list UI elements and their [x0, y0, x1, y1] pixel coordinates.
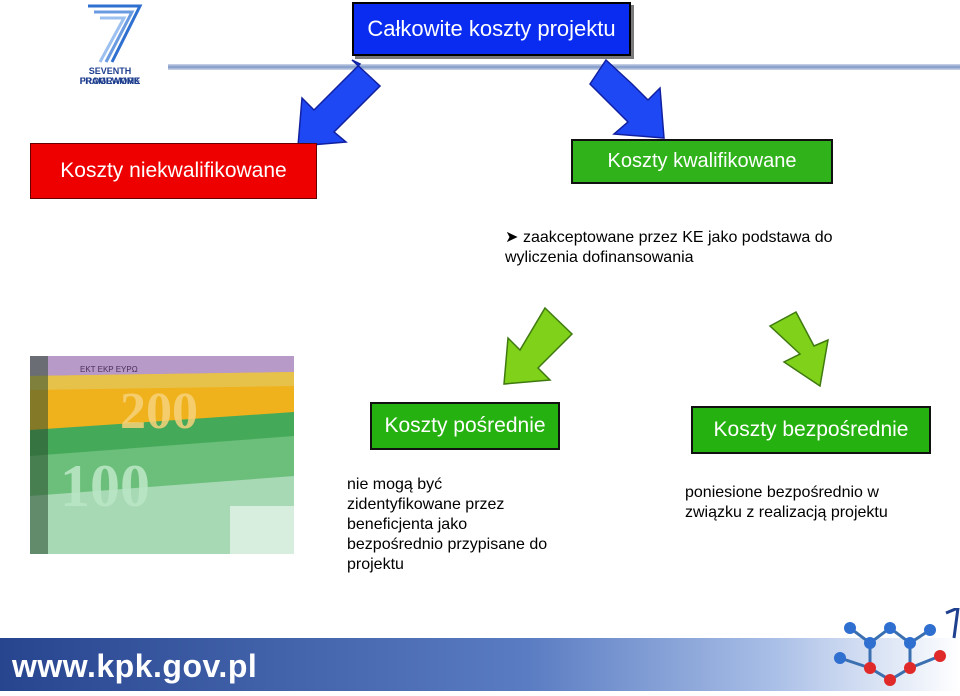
eligible-bullet: ➤zaakceptowane przez KE jako podstawa do…: [505, 228, 925, 268]
note-text-ekt: EKT EKP EYPΩ: [80, 365, 138, 374]
bullet-line2: wyliczenia dofinansowania: [505, 249, 694, 266]
indirect-desc-line: beneficjenta jako: [347, 516, 468, 533]
indirect-desc-line: projektu: [347, 556, 404, 573]
note-100-text: 100: [60, 453, 150, 519]
bullet-line1: zaakceptowane przez KE jako podstawa do: [523, 229, 833, 246]
direct-desc-line: związku z realizacją projektu: [685, 504, 888, 521]
indirect-desc-line: zidentyfikowane przez: [347, 496, 505, 513]
footer-url[interactable]: www.kpk.gov.pl: [12, 648, 258, 684]
non-eligible-costs-box: Koszty niekwalifikowane: [30, 143, 317, 199]
arrow-to-non-eligible: [297, 59, 382, 147]
euro-banknotes-image: EKT EKP EYPΩ 200 100: [30, 356, 294, 554]
molecule-logo-icon: [800, 605, 960, 691]
indirect-desc-line: nie mogą być: [347, 476, 443, 493]
direct-costs-box: Koszty bezpośrednie: [691, 406, 931, 454]
arrow-to-direct: [768, 310, 829, 388]
header-divider: [168, 64, 960, 70]
fp7-logo: SEVENTH FRAMEWORK PROGRAMME: [60, 2, 160, 90]
direct-desc-line: poniesione bezpośrednio w: [685, 484, 879, 501]
footer-bar: [0, 638, 960, 691]
fp7-logo-graphic: [88, 4, 143, 63]
indirect-costs-description: nie mogą być zidentyfikowane przez benef…: [347, 475, 617, 575]
total-costs-box: Całkowite koszty projektu: [352, 2, 631, 56]
logo-text-line2: PROGRAMME: [79, 76, 141, 86]
indirect-desc-line: bezpośrednio przypisane do: [347, 536, 548, 553]
arrow-to-eligible: [589, 58, 665, 139]
indirect-costs-box: Koszty pośrednie: [370, 402, 560, 450]
eligible-costs-box: Koszty kwalifikowane: [571, 139, 833, 184]
arrow-bullet-icon: ➤: [505, 229, 519, 246]
logo-text-line1: SEVENTH FRAMEWORK: [79, 66, 141, 86]
direct-costs-description: poniesione bezpośrednio w związku z real…: [685, 483, 955, 523]
note-200-text: 200: [120, 383, 198, 440]
arrow-to-indirect: [503, 306, 574, 385]
